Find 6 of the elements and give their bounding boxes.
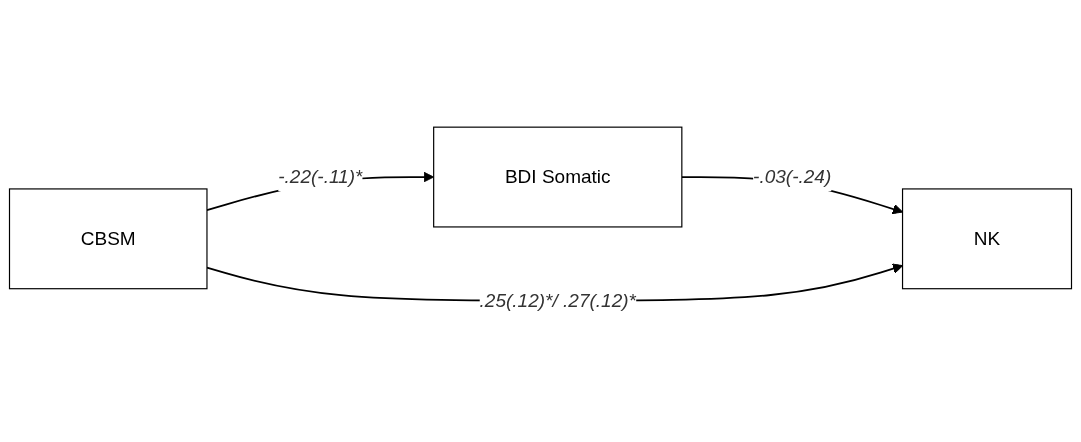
- node-box: CBSM: [8, 188, 208, 290]
- edge-label: .25(.12)*/ .27(.12)*: [479, 289, 636, 311]
- edge-label: -.03(-.24): [753, 166, 832, 187]
- edge-label: -.22(-.11)*: [278, 166, 363, 187]
- node-box: NK: [901, 188, 1073, 290]
- node-box: BDI Somatic: [433, 126, 683, 228]
